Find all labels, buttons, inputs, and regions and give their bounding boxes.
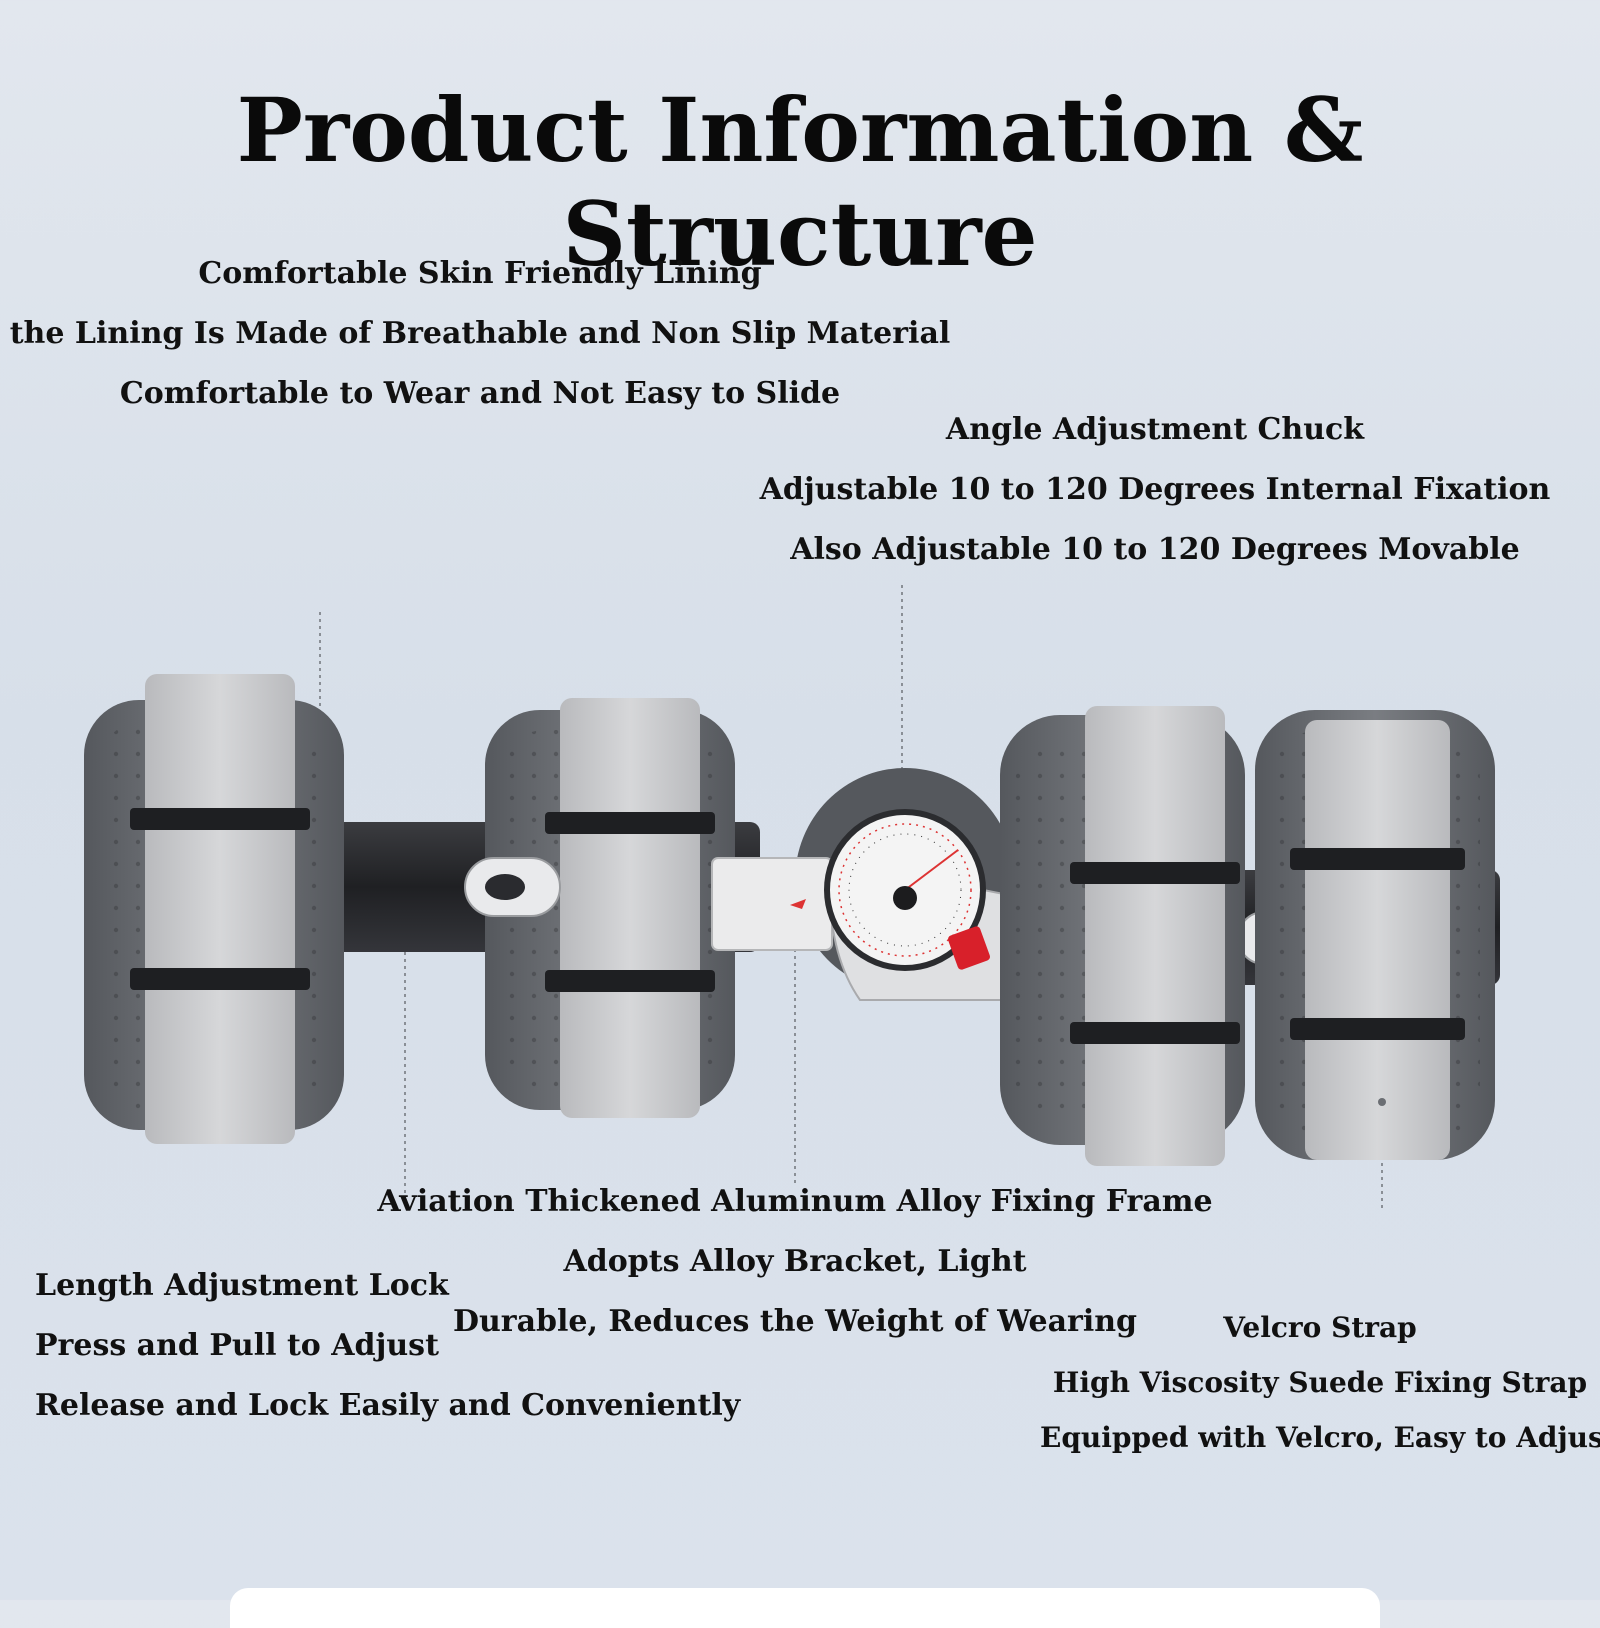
lock-heading: Length Adjustment Lock <box>35 1268 449 1303</box>
chuck-callout: Angle Adjustment Chuck Adjustable 10 to … <box>740 400 1570 580</box>
velcro-line-2: High Viscosity Suede Fixing Strap <box>1052 1366 1588 1399</box>
lock-line-3: Release and Lock Easily and Conveniently <box>35 1388 741 1423</box>
frame-heading: Aviation Thickened Aluminum Alloy Fixing… <box>377 1184 1213 1219</box>
cuff-pad-2 <box>485 698 735 1118</box>
lining-heading: Comfortable Skin Friendly Lining <box>198 256 762 291</box>
chuck-line-3: Also Adjustable 10 to 120 Degrees Movabl… <box>790 532 1520 567</box>
bottom-card-edge <box>230 1588 1380 1628</box>
angle-lock-button <box>947 926 991 970</box>
page-title: Product Information & Structure <box>236 78 1364 286</box>
lock-callout: Length Adjustment Lock Press and Pull to… <box>35 1256 755 1436</box>
cuff-pad-3 <box>1000 706 1245 1166</box>
cuff-pad-4 <box>1255 710 1495 1160</box>
velcro-point-dot <box>1378 1098 1386 1106</box>
velcro-line-3: Equipped with Velcro, Easy to Adjust <box>1040 1421 1600 1454</box>
lining-line-2: the Lining Is Made of Breathable and Non… <box>9 316 951 351</box>
lock-line-2: Press and Pull to Adjust <box>35 1328 439 1363</box>
chuck-line-2: Adjustable 10 to 120 Degrees Internal Fi… <box>759 472 1551 507</box>
frame-callout: Aviation Thickened Aluminum Alloy Fixing… <box>350 1172 1240 1352</box>
frame-line-2: Adopts Alloy Bracket, Light <box>563 1244 1027 1279</box>
cuff-pad-1 <box>84 674 344 1144</box>
frame-line-3: Durable, Reduces the Weight of Wearing <box>452 1304 1138 1339</box>
velcro-callout: Velcro Strap High Viscosity Suede Fixing… <box>1040 1300 1600 1465</box>
velcro-heading: Velcro Strap <box>1223 1311 1417 1344</box>
lining-line-3: Comfortable to Wear and Not Easy to Slid… <box>119 376 841 411</box>
lining-callout: Comfortable Skin Friendly Lining the Lin… <box>0 244 960 424</box>
chuck-heading: Angle Adjustment Chuck <box>945 412 1365 447</box>
